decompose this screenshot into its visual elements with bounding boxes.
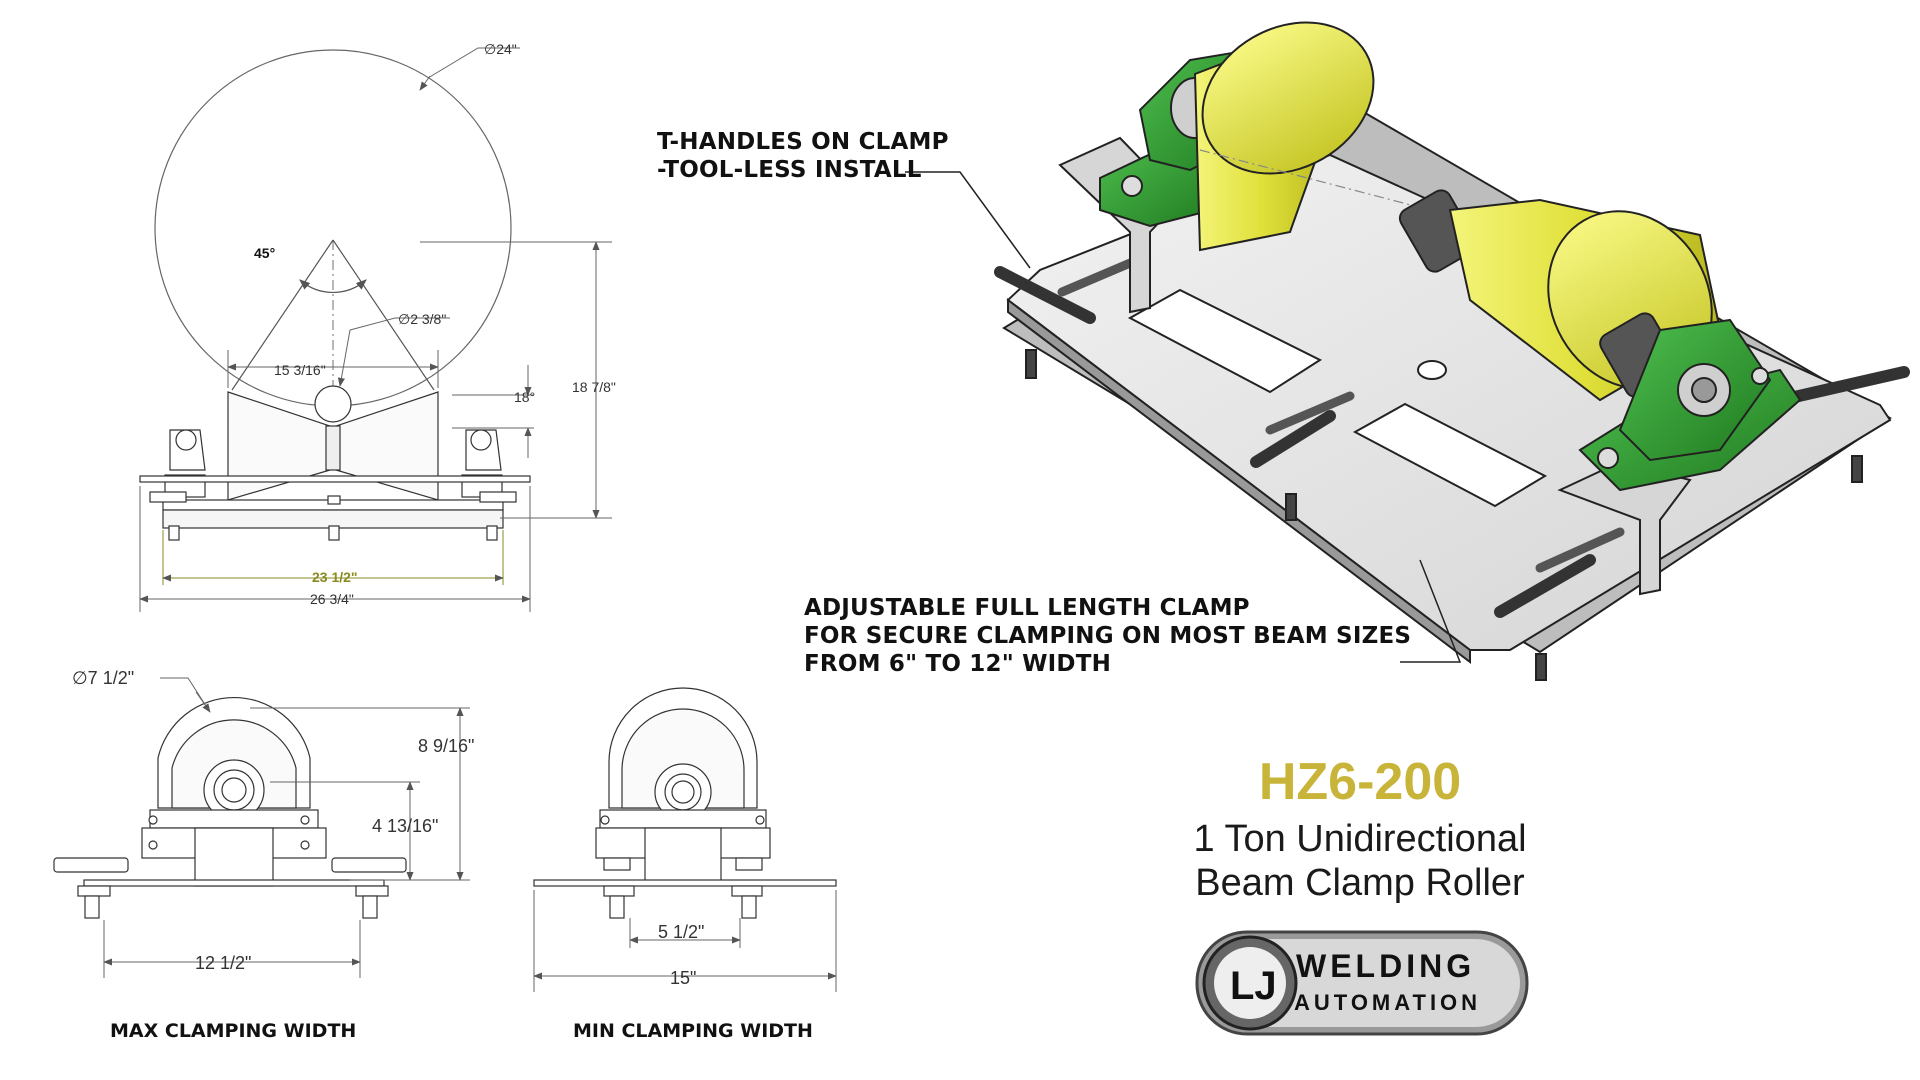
dim-min-clamp-span: 5 1/2"	[658, 922, 704, 942]
callout-t-handles-line2: -TOOL-LESS INSTALL	[657, 157, 922, 183]
caption-max-clamping: MAX CLAMPING WIDTH	[110, 1020, 357, 1042]
logo-mark: LJ	[1230, 964, 1277, 1008]
product-model: HZ6-200	[1258, 753, 1462, 811]
t-handle-2	[1250, 410, 1336, 468]
product-line1: 1 Ton Unidirectional	[1193, 818, 1527, 860]
right-cone	[335, 391, 439, 501]
t-handle-1	[994, 266, 1096, 324]
left-cone	[227, 391, 331, 501]
company-logo: LJ WELDING AUTOMATION	[1195, 930, 1529, 1036]
dim-axle-height: 4 13/16"	[372, 816, 438, 836]
dim-angle: 45°	[254, 245, 275, 261]
dim-wheel-diameter: ∅7 1/2"	[72, 668, 134, 688]
callout-leaders	[905, 171, 1462, 663]
pipe-outline-24in	[154, 49, 512, 407]
base-plate	[1006, 153, 1892, 651]
logo-word-welding: WELDING	[1296, 948, 1475, 984]
callout-clamp-line2: FOR SECURE CLAMPING ON MOST BEAM SIZES	[804, 623, 1412, 649]
front-view-dimensions	[139, 47, 612, 612]
dim-overall-height: 18 7/8"	[572, 379, 616, 395]
dim-pipe-diameter: ∅2 3/8"	[398, 311, 446, 327]
small-pipe-outline	[314, 385, 352, 423]
max-clamp-view	[53, 697, 407, 919]
bearing-block-right	[1578, 312, 1802, 492]
callout-t-handles: T-HANDLES ON CLAMP -TOOL-LESS INSTALL	[657, 128, 949, 184]
max-clamp-dimensions	[103, 677, 470, 978]
t-handle-4	[1494, 554, 1596, 618]
callout-clamp-line3: FROM 6" TO 12" WIDTH	[804, 651, 1112, 677]
isometric-view	[994, 21, 1910, 681]
logo-word-automation: AUTOMATION	[1294, 990, 1481, 1015]
dim-cone-angle: 18°	[514, 389, 535, 405]
dim-roller-diameter: ∅24"	[484, 41, 517, 57]
caption-min-clamping: MIN CLAMPING WIDTH	[573, 1020, 813, 1042]
t-handle-3	[1784, 366, 1910, 404]
min-clamp-dimensions	[533, 890, 837, 992]
dim-roller-span: 15 3/16"	[274, 362, 326, 378]
dim-inner-width: 23 1/2"	[312, 569, 358, 585]
dim-max-clamp-span: 12 1/2"	[195, 953, 251, 973]
dim-base-length: 15"	[670, 968, 696, 988]
dim-max-height: 8 9/16"	[418, 736, 474, 756]
callout-clamp-line1: ADJUSTABLE FULL LENGTH CLAMP	[804, 595, 1250, 621]
dim-overall-width: 26 3/4"	[310, 591, 354, 607]
callout-t-handles-line1: T-HANDLES ON CLAMP	[657, 129, 949, 155]
yellow-roller-left	[1193, 21, 1431, 252]
product-line2: Beam Clamp Roller	[1195, 862, 1525, 904]
front-view	[139, 49, 531, 541]
callout-clamp: ADJUSTABLE FULL LENGTH CLAMP FOR SECURE …	[804, 594, 1411, 678]
min-clamp-view	[533, 687, 837, 919]
